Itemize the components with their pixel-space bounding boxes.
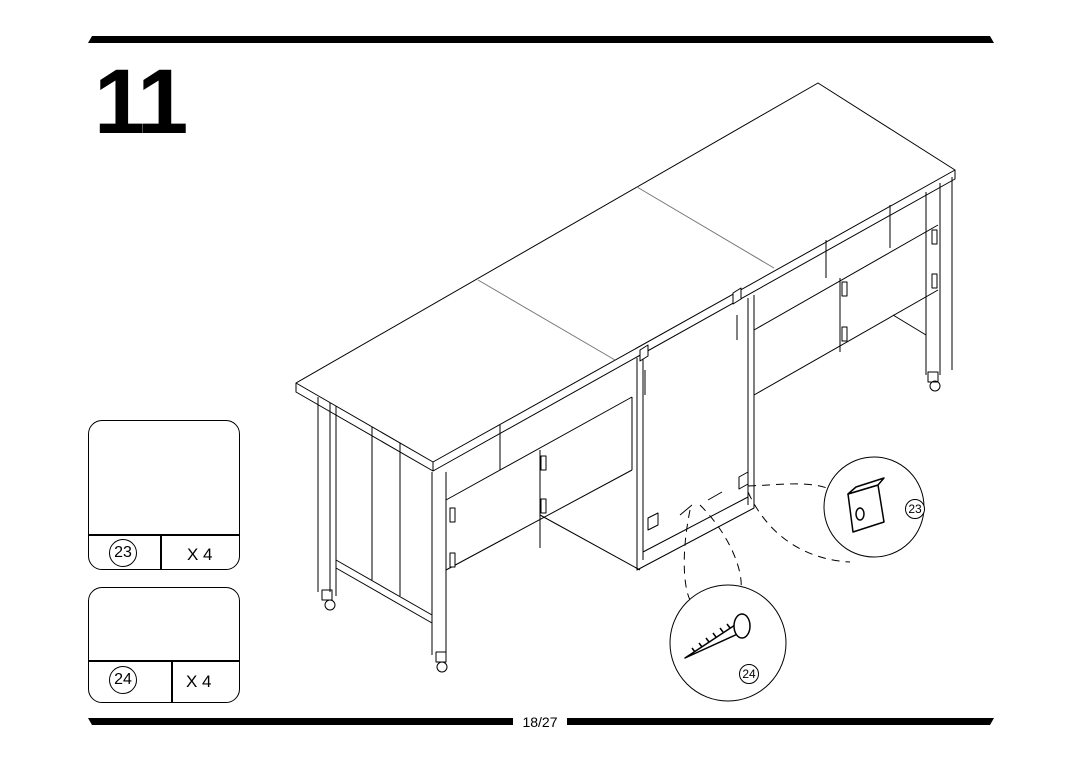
part-number: 23 (109, 539, 137, 567)
right-cabinet-body (753, 177, 953, 396)
part-quantity: X 4 (186, 672, 212, 691)
page-number: 18/27 (513, 714, 567, 730)
step-number: 11 (94, 51, 188, 153)
part-box-23: 23 X 4 (88, 420, 240, 570)
center-cabinet-body (636, 295, 755, 571)
part-box-24: 24 X 4 (88, 587, 240, 703)
brackets-and-screws (639, 287, 749, 531)
hinges (449, 229, 938, 568)
part-box-divider (89, 534, 239, 536)
left-cabinet-body (317, 396, 641, 655)
part-box-divider (160, 534, 162, 569)
part-quantity: X 4 (187, 545, 213, 564)
part-box-divider (171, 660, 173, 702)
part-number: 24 (109, 666, 137, 694)
callout-23-label: 23 (905, 499, 925, 519)
screw-detail-icon (684, 613, 751, 659)
callout-leader-lines (683, 483, 851, 601)
callout-24-label: 24 (739, 664, 759, 684)
callout-circles (669, 456, 925, 702)
bracket-detail-icon (847, 477, 885, 533)
top-rule (88, 36, 994, 43)
part-box-divider (89, 660, 239, 662)
casters (321, 371, 941, 673)
cabinet-top (295, 82, 956, 472)
